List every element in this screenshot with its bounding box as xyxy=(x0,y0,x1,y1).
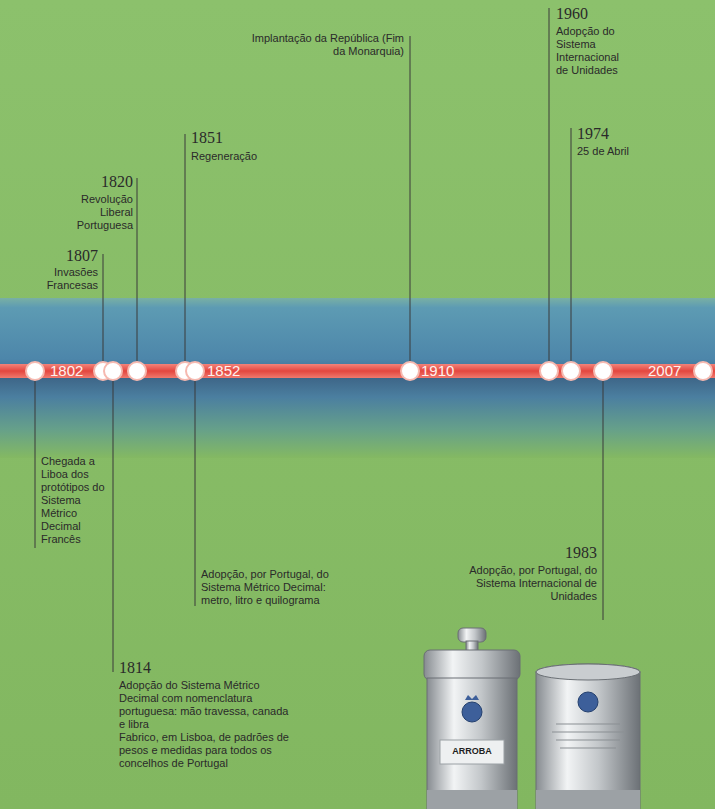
leader-lines xyxy=(35,8,603,672)
event-note: Implantação da República (Fim da Monarqu… xyxy=(239,32,404,58)
event-note: Adopção, por Portugal, do Sistema Intern… xyxy=(457,564,597,603)
timeline-band: 1802 1852 1910 2007 xyxy=(0,298,715,458)
event-note: Chegada a Liboa dos protótipos do Sistem… xyxy=(41,455,109,546)
timeline-year: 1852 xyxy=(207,362,240,380)
event-year: 1974 xyxy=(577,124,637,143)
event-year: 1820 xyxy=(73,172,133,191)
event-year: 1960 xyxy=(556,4,616,23)
event-year: 1851 xyxy=(191,128,251,147)
timeline-year: 1802 xyxy=(50,362,83,380)
event-year: 1807 xyxy=(38,246,98,265)
timeline-year: 2007 xyxy=(648,362,681,380)
event-year: 1814 xyxy=(119,658,179,677)
event-note: Adopção, por Portugal, do Sistema Métric… xyxy=(201,568,346,607)
event-note: Fabrico, em Lisboa, de padrões de pesos … xyxy=(119,731,294,770)
event-note: Invasões Francesas xyxy=(36,266,98,292)
timeline-year: 1910 xyxy=(421,362,454,380)
event-note: Adopção do Sistema Métrico Decimal com n… xyxy=(119,679,294,731)
event-note: 25 de Abril xyxy=(577,145,667,158)
event-year: 1983 xyxy=(537,543,597,562)
timeline-dots xyxy=(26,362,712,380)
timeline-band xyxy=(0,298,715,458)
event-note: Adopção do Sistema Internacional de Unid… xyxy=(556,25,628,77)
measure-containers xyxy=(424,628,640,809)
event-note: Revolução Liberal Portuguesa xyxy=(61,193,133,232)
container-label: ARROBA xyxy=(442,746,502,757)
event-note: Regeneração xyxy=(191,150,291,163)
